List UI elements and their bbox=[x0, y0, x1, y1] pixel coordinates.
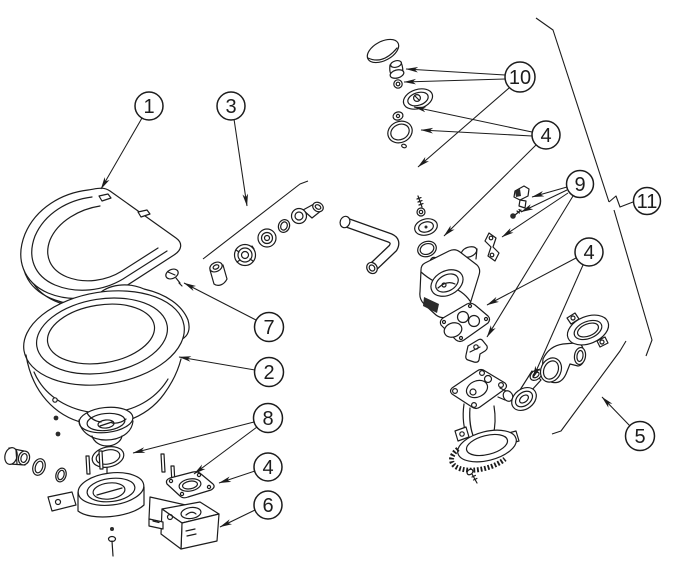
callout-7: 7 bbox=[253, 311, 285, 343]
leader-4b3 bbox=[443, 144, 537, 237]
callout-5: 5 bbox=[624, 420, 656, 452]
part-angle-bracket bbox=[465, 338, 488, 363]
leader-8b bbox=[193, 426, 258, 475]
leader-10c bbox=[417, 87, 510, 168]
callouts: 1 3 10 4 9 11 4 7 bbox=[134, 61, 662, 520]
part-inlet-fittings bbox=[209, 201, 324, 286]
leader-9c bbox=[501, 192, 569, 238]
bracket-lines bbox=[202, 17, 653, 435]
bracket-line-11-notch bbox=[608, 195, 634, 208]
svg-text:8: 8 bbox=[262, 408, 273, 430]
part-discharge-elbow bbox=[539, 342, 587, 384]
leader-10b bbox=[403, 78, 506, 85]
svg-text:11: 11 bbox=[637, 191, 658, 213]
svg-text:6: 6 bbox=[262, 495, 273, 517]
callout-1: 1 bbox=[134, 91, 164, 121]
callout-8: 8 bbox=[252, 402, 284, 434]
leader-9a bbox=[531, 186, 568, 198]
leader-6 bbox=[219, 509, 256, 528]
svg-text:4: 4 bbox=[540, 125, 551, 147]
leader-1 bbox=[100, 117, 143, 190]
callout-11: 11 bbox=[632, 186, 662, 216]
callout-4-mid: 4 bbox=[574, 237, 604, 267]
part-pump-handle bbox=[339, 215, 400, 275]
part-base-gasket bbox=[165, 471, 215, 499]
part-left-plug-orings bbox=[4, 447, 67, 483]
svg-text:5: 5 bbox=[634, 426, 645, 448]
svg-text:1: 1 bbox=[143, 96, 154, 118]
leader-4b2 bbox=[420, 127, 533, 137]
part-clamp-ring bbox=[566, 312, 610, 348]
leader-lines bbox=[100, 66, 631, 528]
callout-10: 10 bbox=[504, 61, 536, 93]
svg-text:9: 9 bbox=[574, 174, 585, 196]
leader-4c1 bbox=[486, 257, 577, 306]
leader-9b bbox=[520, 189, 568, 213]
callout-4-top: 4 bbox=[531, 120, 561, 150]
part-hinge-screw bbox=[165, 268, 183, 287]
leader-8a bbox=[132, 421, 255, 454]
callout-9: 9 bbox=[565, 169, 595, 199]
svg-text:2: 2 bbox=[263, 362, 274, 384]
leader-2 bbox=[178, 356, 256, 371]
leader-10a bbox=[405, 66, 506, 76]
bracket-line-11-lower bbox=[613, 209, 653, 357]
leader-4c2 bbox=[532, 264, 584, 379]
svg-text:10: 10 bbox=[509, 67, 531, 89]
part-knob-rod-stack bbox=[366, 38, 439, 266]
part-mounting-base bbox=[47, 450, 220, 557]
leader-9d bbox=[486, 195, 574, 338]
svg-text:4: 4 bbox=[583, 242, 594, 264]
part-seat-lid bbox=[20, 187, 182, 308]
callout-2: 2 bbox=[253, 356, 285, 388]
svg-text:4: 4 bbox=[262, 457, 273, 479]
bracket-line-11-upper bbox=[535, 17, 610, 203]
part-joker-valve bbox=[511, 369, 543, 412]
callout-3: 3 bbox=[216, 91, 246, 121]
svg-text:3: 3 bbox=[225, 96, 236, 118]
callout-4-bottom: 4 bbox=[253, 452, 283, 482]
part-pump-top-housing bbox=[419, 246, 481, 322]
part-pump-base bbox=[449, 368, 520, 484]
leader-4a bbox=[218, 470, 256, 484]
leader-4b1 bbox=[413, 106, 533, 133]
part-pump-gasket-plate bbox=[439, 302, 491, 343]
svg-text:7: 7 bbox=[263, 317, 274, 339]
leader-5 bbox=[601, 396, 631, 427]
bracket-line-5 bbox=[551, 340, 627, 435]
part-bowl bbox=[23, 284, 190, 447]
callout-6: 6 bbox=[253, 490, 283, 520]
bracket-line-3 bbox=[202, 180, 309, 260]
leader-7 bbox=[183, 282, 257, 321]
leader-3 bbox=[233, 118, 248, 207]
